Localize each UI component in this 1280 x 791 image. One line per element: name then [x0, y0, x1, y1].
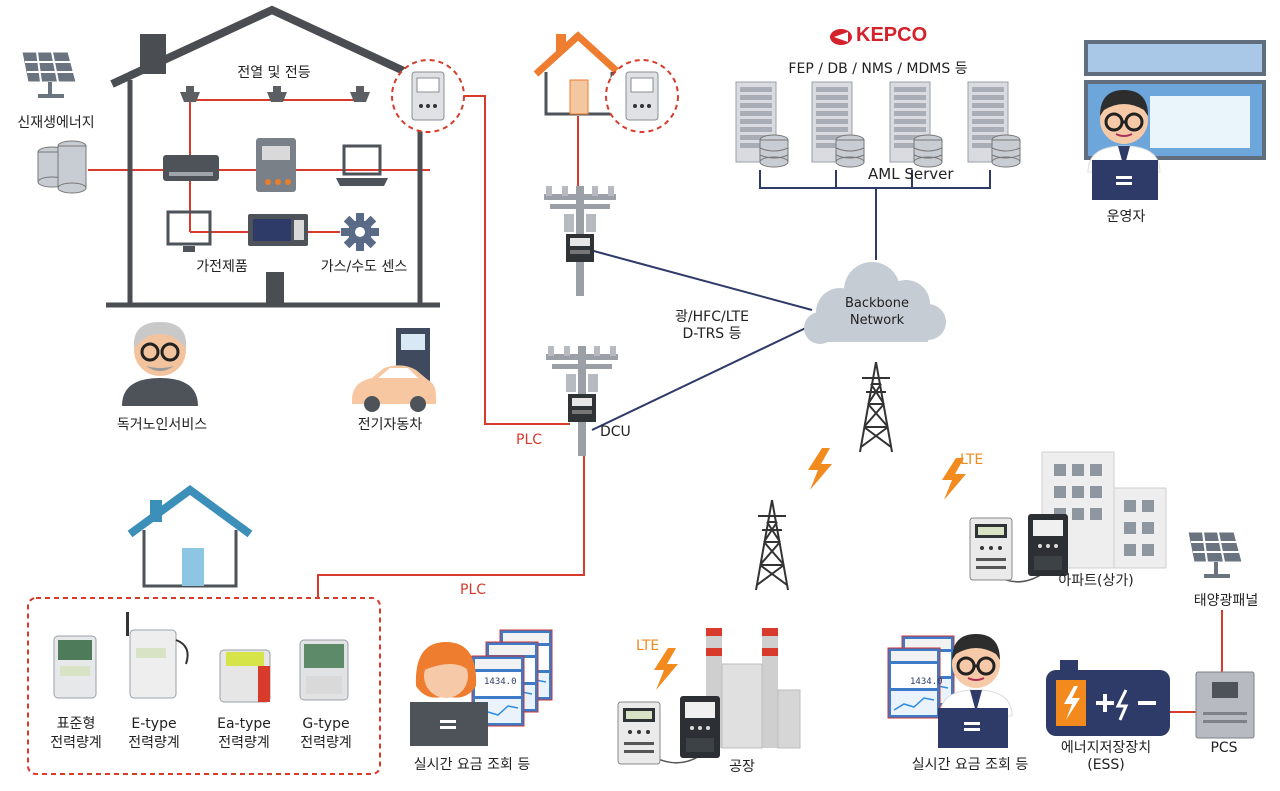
dcu-label: DCU [600, 424, 631, 440]
realtime-billing-label: 실시간 요금 조회 등 [413, 757, 531, 773]
operator-laptop-icon [1092, 160, 1158, 200]
monitor-icon [166, 210, 212, 252]
meter-type-label: 전력량계 [50, 735, 102, 751]
factory-label: 공장 [729, 759, 755, 775]
meter-display-reading: 1434.0 [910, 677, 943, 687]
microwave-icon [248, 214, 308, 246]
solar-panel-icon [21, 51, 77, 99]
apartment-label: 아파트(상가) [1058, 573, 1134, 589]
apartment-meter-icon [969, 517, 1013, 581]
standard-meter-icon [53, 635, 97, 699]
lte-label: LTE [960, 452, 984, 468]
elderly-person-icon [122, 322, 198, 406]
apartment-smart-meter-icon [1028, 514, 1068, 576]
meter-display-reading: 1434.0 [484, 677, 517, 687]
pcs-label: PCS [1210, 740, 1238, 756]
realtime-billing-label-2: 실시간 요금 조회 등 [911, 757, 1029, 773]
ea-type-meter-icon [219, 649, 271, 703]
lte-label-2: LTE [636, 638, 660, 654]
server-icon [967, 81, 1021, 168]
meter-type-label: 전력량계 [300, 735, 352, 751]
boiler-icon [256, 138, 296, 192]
wireless-signal-icon [654, 648, 678, 690]
meter-type-label: 전력량계 [128, 735, 180, 751]
gas-water-label: 가스/수도 센스 [320, 259, 408, 275]
wireless-signal-icon [808, 448, 832, 490]
solar-panel-icon [1187, 531, 1243, 579]
server-icon [735, 81, 789, 168]
aml-server-label: AML Server [868, 165, 954, 183]
network-types-label: 광/HFC/LTE [675, 309, 749, 325]
home-display-unit-icon [391, 59, 465, 133]
factory-meter-icon [617, 701, 661, 765]
gear-icon [341, 213, 379, 251]
solar-panel-label: 태양광패널 [1193, 593, 1259, 609]
meter-type-label: G-type [302, 716, 350, 732]
laptop-icon [336, 144, 388, 186]
air-conditioner-icon [163, 155, 219, 181]
heat-light-label: 전열 및 전등 [237, 65, 311, 81]
meter-type-label: 표준형 [56, 716, 96, 732]
ess-battery-icon [1046, 660, 1170, 736]
ess-label: 에너지저장장치 [1060, 740, 1152, 756]
factory-smart-meter-icon [680, 696, 720, 758]
appliances-label: 가전제품 [196, 259, 248, 275]
meter-type-label: E-type [131, 716, 177, 732]
pcs-icon [1195, 671, 1255, 739]
utility-pole-meter-icon [544, 186, 616, 296]
navy-network-lines [589, 170, 991, 431]
kepco-logo-icon [830, 29, 852, 45]
meter-types-group [27, 597, 381, 775]
elderly-service-label: 독거노인서비스 [116, 417, 208, 433]
g-type-meter-icon [299, 639, 349, 701]
operator-label: 운영자 [1106, 209, 1146, 225]
ess-label-2: (ESS) [1087, 757, 1125, 773]
meter-type-label: Ea-type [217, 716, 271, 732]
electric-car-icon [352, 365, 436, 412]
man-laptop-icon [938, 708, 1008, 748]
woman-laptop-icon [410, 702, 488, 746]
meter-type-label: 전력량계 [218, 735, 270, 751]
plc-label-2: PLC [460, 582, 487, 598]
backbone-label: Backbone [844, 296, 910, 311]
transmission-tower-icon [859, 361, 893, 453]
top-house-display-unit-icon [605, 59, 679, 133]
renewable-label: 신재생에너지 [17, 115, 95, 131]
server-icon [811, 81, 865, 168]
servers-label: FEP / DB / NMS / MDMS 등 [788, 61, 968, 77]
server-icon [889, 81, 943, 168]
backbone-cloud-icon [804, 262, 946, 344]
main-house [106, 5, 440, 308]
kepco-logo-text: KEPCO [856, 24, 928, 46]
network-label: Network [849, 313, 905, 328]
e-type-meter-icon [126, 612, 189, 699]
lamp-icon [180, 86, 370, 102]
bottom-house-icon [127, 485, 253, 588]
network-types-label-2: D-TRS 등 [682, 326, 742, 342]
ev-label: 전기자동차 [357, 417, 423, 433]
plc-label: PLC [516, 432, 543, 448]
transmission-tower-icon [755, 499, 789, 591]
battery-storage-icon [37, 140, 87, 194]
